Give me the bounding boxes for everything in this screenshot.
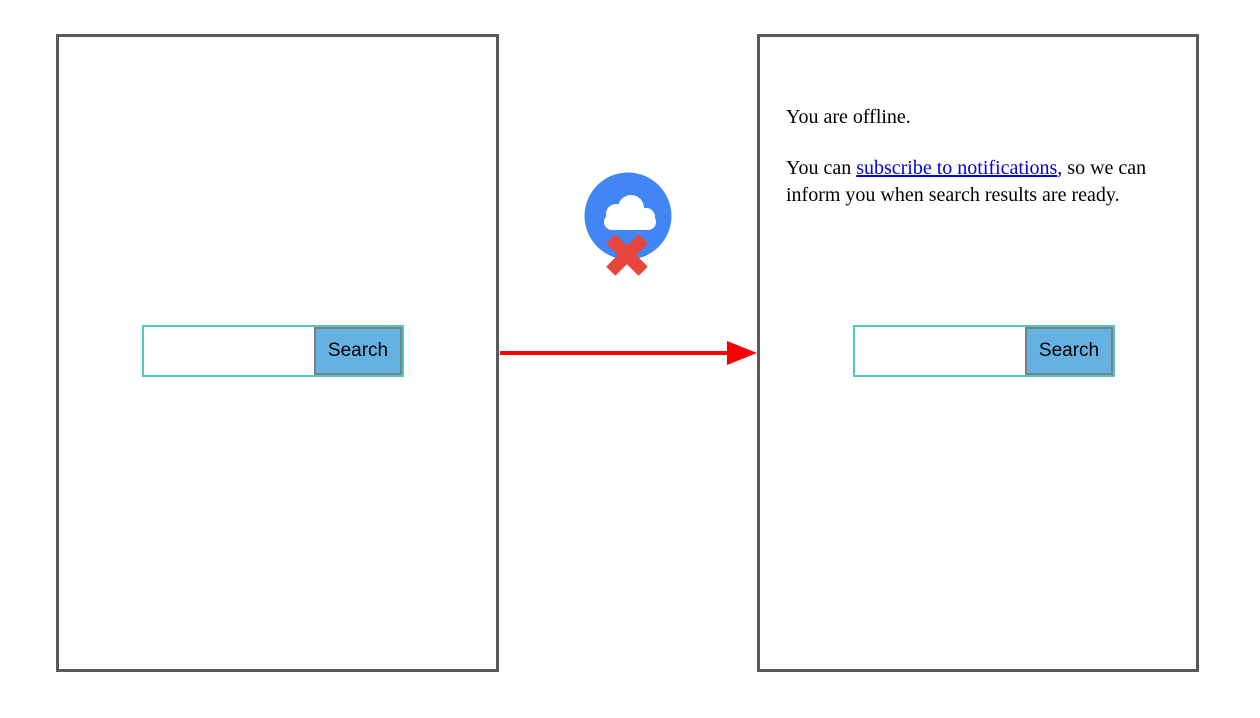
- notification-text: You can subscribe to notifications, so w…: [786, 155, 1196, 209]
- notification-line2: inform you when search results are ready…: [786, 184, 1120, 206]
- search-input[interactable]: [855, 327, 1025, 375]
- search-form: Search: [142, 325, 404, 377]
- search-form: Search: [853, 325, 1115, 377]
- right-browser-window: You are offline. You can subscribe to no…: [757, 34, 1199, 672]
- arrow-head: [727, 341, 757, 365]
- notification-prefix: You can: [786, 157, 857, 179]
- offline-status-text: You are offline.: [786, 106, 911, 128]
- flow-arrow-icon: [500, 341, 757, 365]
- search-button[interactable]: Search: [1025, 327, 1113, 375]
- search-input[interactable]: [144, 327, 314, 375]
- offline-message-block: You are offline. You can subscribe to no…: [786, 104, 1196, 209]
- cross-icon: [606, 234, 648, 276]
- cloud-icon: [604, 195, 656, 230]
- notification-suffix: , so we can: [1057, 157, 1147, 179]
- left-browser-window: Search: [56, 34, 499, 672]
- search-button[interactable]: Search: [314, 327, 402, 375]
- subscribe-notifications-link[interactable]: subscribe to notifications: [856, 157, 1058, 179]
- cloud-offline-icon: [584, 172, 672, 276]
